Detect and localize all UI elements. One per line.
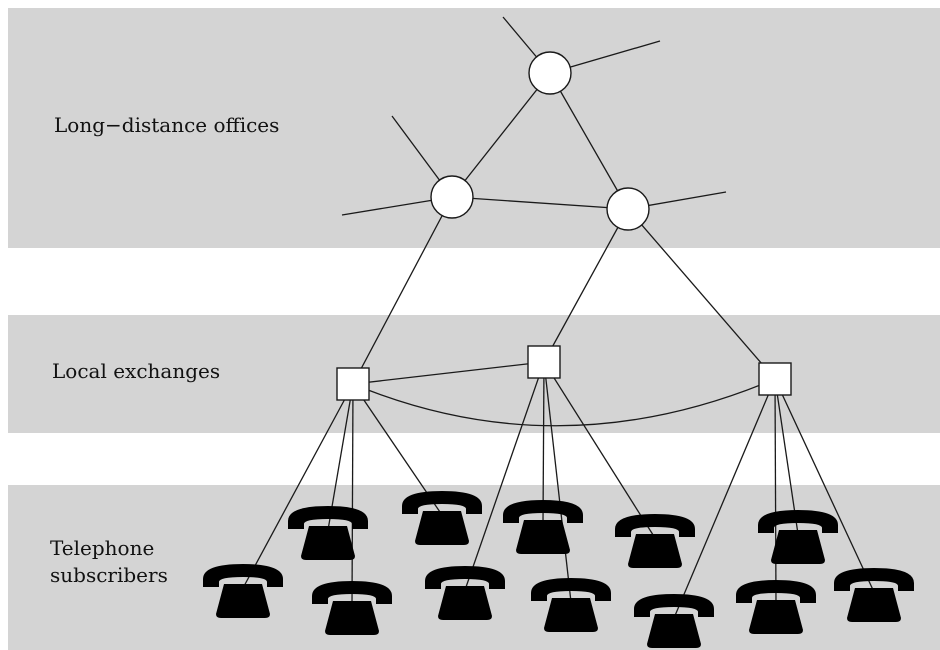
long-distance-office-top: [528, 51, 572, 95]
long-distance-office-left: [430, 175, 474, 219]
subscriber-label: Telephone subscribers: [50, 535, 168, 589]
local-exchange-left: [336, 367, 370, 401]
office-exchange-links: [352, 196, 776, 427]
local-exchange-right: [758, 362, 792, 396]
subscriber-label-line1: Telephone: [50, 536, 155, 560]
subscriber-links: [242, 361, 875, 619]
local-exchange-label: Local exchanges: [52, 359, 221, 383]
long-distance-label: Long−distance offices: [54, 113, 280, 137]
long-distance-band: [8, 8, 940, 248]
long-distance-office-right: [606, 187, 650, 231]
local-exchange-middle: [527, 345, 561, 379]
subscriber-label-line2: subscribers: [50, 563, 168, 587]
